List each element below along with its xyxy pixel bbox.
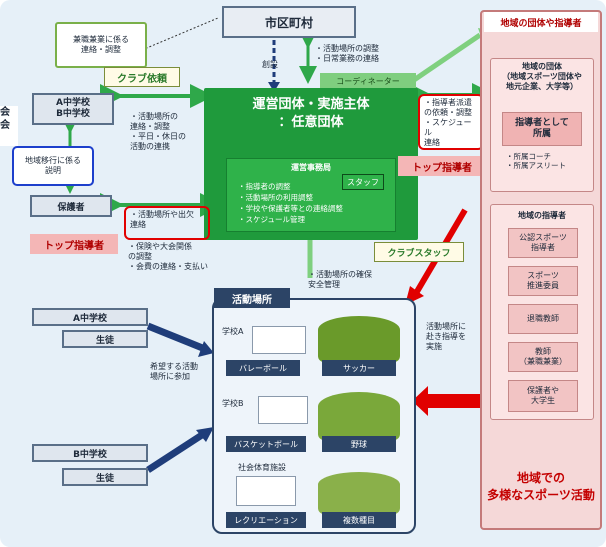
secretariat-items: ・指導者の調整 ・活動場所の利用調整 ・学校や保護者等との連絡調整 ・スケジュー… — [238, 182, 343, 224]
local-title: 地域の指導者 — [518, 211, 566, 220]
school-building-icon — [258, 396, 308, 424]
multi-venue: 複数種目 — [322, 512, 396, 528]
city-box: 市区町村 — [222, 6, 356, 38]
secretariat-box — [226, 158, 396, 232]
coordinator-label: コーディネーター — [320, 73, 416, 89]
city-tasks: ・活動場所の調整 ・日常業務の連絡 — [315, 44, 379, 63]
establish-arrow-head — [268, 82, 280, 92]
guardian-box: 保護者 — [30, 195, 112, 217]
facility-label: 社会体育施設 — [238, 463, 286, 472]
affiliation-box: 指導者として 所属 — [502, 112, 582, 146]
dotted-link — [141, 17, 219, 51]
basketball-venue: バスケットボール — [226, 436, 306, 452]
kenshoku-box: 兼職兼業に係る 連絡・調整 — [55, 22, 147, 68]
field-icon — [318, 316, 400, 362]
local-item: 退職教師 — [508, 304, 578, 334]
visit-text: 活動場所に 赴き指導を 実施 — [426, 322, 466, 351]
student-b-box: 生徒 — [62, 468, 148, 486]
club-staff-label: クラブスタッフ — [374, 242, 464, 262]
school-a-label: 学校A — [222, 327, 244, 336]
local-item: スポーツ 推進委員 — [508, 266, 578, 296]
navy-arrow-b — [146, 430, 207, 473]
baseball-venue: 野球 — [322, 436, 396, 452]
navy-arrow-a — [146, 322, 207, 353]
student-a-box: 生徒 — [62, 330, 148, 348]
guardian-tasks-highlight: ・活動場所や出欠 連絡 — [124, 206, 210, 240]
right-panel-title: 地域の団体や指導者 — [484, 12, 598, 32]
venue-title: 活動場所 — [214, 288, 290, 308]
school-b-box: B中学校 — [32, 444, 148, 462]
explain-box: 地域移行に係る 説明 — [12, 146, 94, 186]
panel-link-arrow — [412, 32, 482, 83]
operating-body-title: 運営団体・実施主体 ：任意団体 — [252, 97, 370, 130]
local-item: 教師 （兼職兼業） — [508, 342, 578, 372]
top-leader-label-left: トップ指導者 — [30, 234, 118, 254]
school-tasks: ・活動場所の 連絡・調整 ・平日・休日の 活動の連携 — [130, 112, 186, 151]
groups-title: 地域の団体 （地域スポーツ団体や 地元企業、大学等） — [502, 62, 582, 91]
partial-edge-label: 会 会 — [0, 106, 18, 146]
volleyball-venue: バレーボール — [226, 360, 300, 376]
secretariat-title: 運営事務局 — [291, 163, 331, 172]
local-item: 保護者や 大学生 — [508, 380, 578, 412]
slogan: 地域での 多様なスポーツ活動 — [487, 471, 595, 502]
soccer-venue: サッカー — [322, 360, 396, 376]
school-building-icon — [252, 326, 306, 354]
school-b-label: 学校B — [222, 399, 244, 408]
field-icon — [318, 392, 400, 440]
school-a-box: A中学校 — [32, 308, 148, 326]
red-right-arrow — [428, 394, 480, 408]
club-request-label: クラブ依頼 — [104, 67, 180, 87]
top-leader-label-right: トップ指導者 — [398, 156, 486, 176]
affiliation-items: ・所属コーチ ・所属アスリート — [506, 152, 566, 171]
guardian-tasks: ・保険や大会関係 の調整 ・会費の連絡・支払い — [128, 242, 208, 271]
establish-label: 創設 — [262, 60, 278, 69]
facility-building-icon — [236, 476, 296, 506]
staff-tag: スタッフ — [342, 174, 384, 190]
instructor-tasks-highlight: ・指導者派遣 の依頼・調整 ・スケジュール 連絡 — [418, 94, 484, 150]
recreation-venue: レクリエーション — [226, 512, 306, 528]
field-icon — [318, 472, 400, 514]
mid-schools-box: A中学校 B中学校 — [32, 93, 114, 125]
venue-secure: ・活動場所の確保 安全管理 — [308, 270, 372, 289]
participate-text: 希望する活動 場所に参加 — [150, 362, 198, 381]
local-item: 公認スポーツ 指導者 — [508, 228, 578, 258]
